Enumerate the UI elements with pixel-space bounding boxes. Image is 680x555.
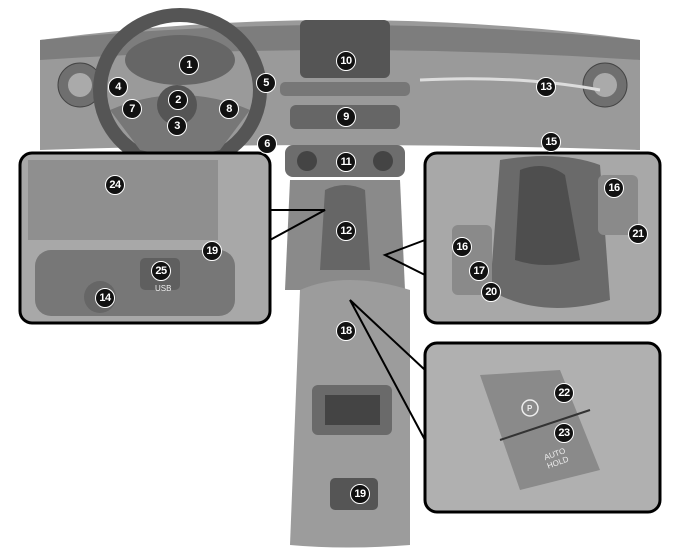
callout-16: 16	[452, 237, 472, 257]
infotainment-screen	[300, 20, 390, 78]
callout-24: 24	[105, 175, 125, 195]
callout-23: 23	[554, 423, 574, 443]
callout-18: 18	[336, 321, 356, 341]
callout-9: 9	[336, 107, 356, 127]
callout-8: 8	[219, 99, 239, 119]
callout-17: 17	[469, 261, 489, 281]
callout-19: 19	[350, 484, 370, 504]
callout-15: 15	[541, 132, 561, 152]
inset-parking-brake	[423, 341, 662, 514]
callout-3: 3	[167, 116, 187, 136]
callout-16: 16	[604, 178, 624, 198]
usb-label: USB	[155, 284, 172, 293]
callout-6: 6	[257, 134, 277, 154]
callout-11: 11	[336, 152, 356, 172]
callout-4: 4	[108, 77, 128, 97]
callout-12: 12	[336, 221, 356, 241]
callout-22: 22	[554, 383, 574, 403]
callout-13: 13	[536, 77, 556, 97]
callout-1: 1	[179, 55, 199, 75]
callout-7: 7	[122, 99, 142, 119]
callout-19: 19	[202, 241, 222, 261]
callout-21: 21	[628, 224, 648, 244]
callout-2: 2	[168, 90, 188, 110]
callout-20: 20	[481, 282, 501, 302]
callout-10: 10	[336, 51, 356, 71]
park-brake-symbol: P	[527, 404, 533, 413]
callout-25: 25	[151, 261, 171, 281]
callout-14: 14	[95, 288, 115, 308]
callout-5: 5	[256, 73, 276, 93]
inset-storage-usb	[18, 151, 272, 325]
